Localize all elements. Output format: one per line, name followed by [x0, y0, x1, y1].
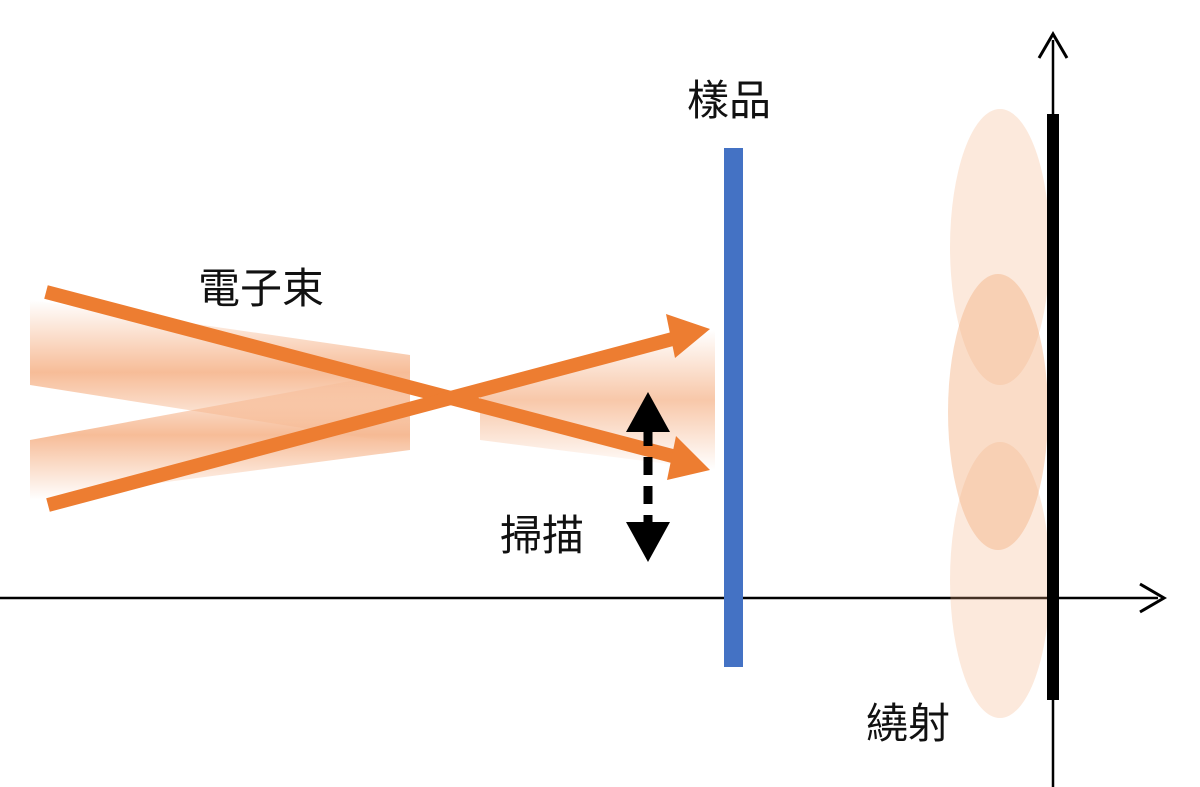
diffraction-lobe-top — [950, 109, 1050, 385]
electron-beams — [44, 285, 710, 512]
electron-beam-label: 電子束 — [198, 264, 324, 313]
beam-glow-right — [480, 330, 715, 470]
axis-arrow-icon — [1139, 582, 1167, 614]
detector-screen — [1047, 114, 1059, 700]
scan-label: 掃描 — [500, 511, 584, 560]
sample-plate — [724, 148, 743, 667]
beam-arrow-icon — [666, 314, 710, 358]
diffraction-lobe-center — [948, 274, 1048, 550]
diffraction-lobe-bottom — [950, 442, 1050, 718]
electron-beam-up — [46, 330, 682, 512]
electron-beam-down — [44, 285, 682, 465]
beam-arrow-icon — [667, 436, 710, 480]
sample-label: 樣品 — [687, 76, 771, 125]
diffraction-label: 繞射 — [866, 699, 950, 748]
diffraction-pattern — [948, 109, 1050, 718]
axis-arrow-icon — [1037, 31, 1069, 59]
beam-glow — [30, 300, 715, 500]
scan-arrow-icon — [626, 392, 670, 562]
beam-glow-lower — [30, 370, 410, 500]
horizontal-axis — [0, 582, 1167, 614]
